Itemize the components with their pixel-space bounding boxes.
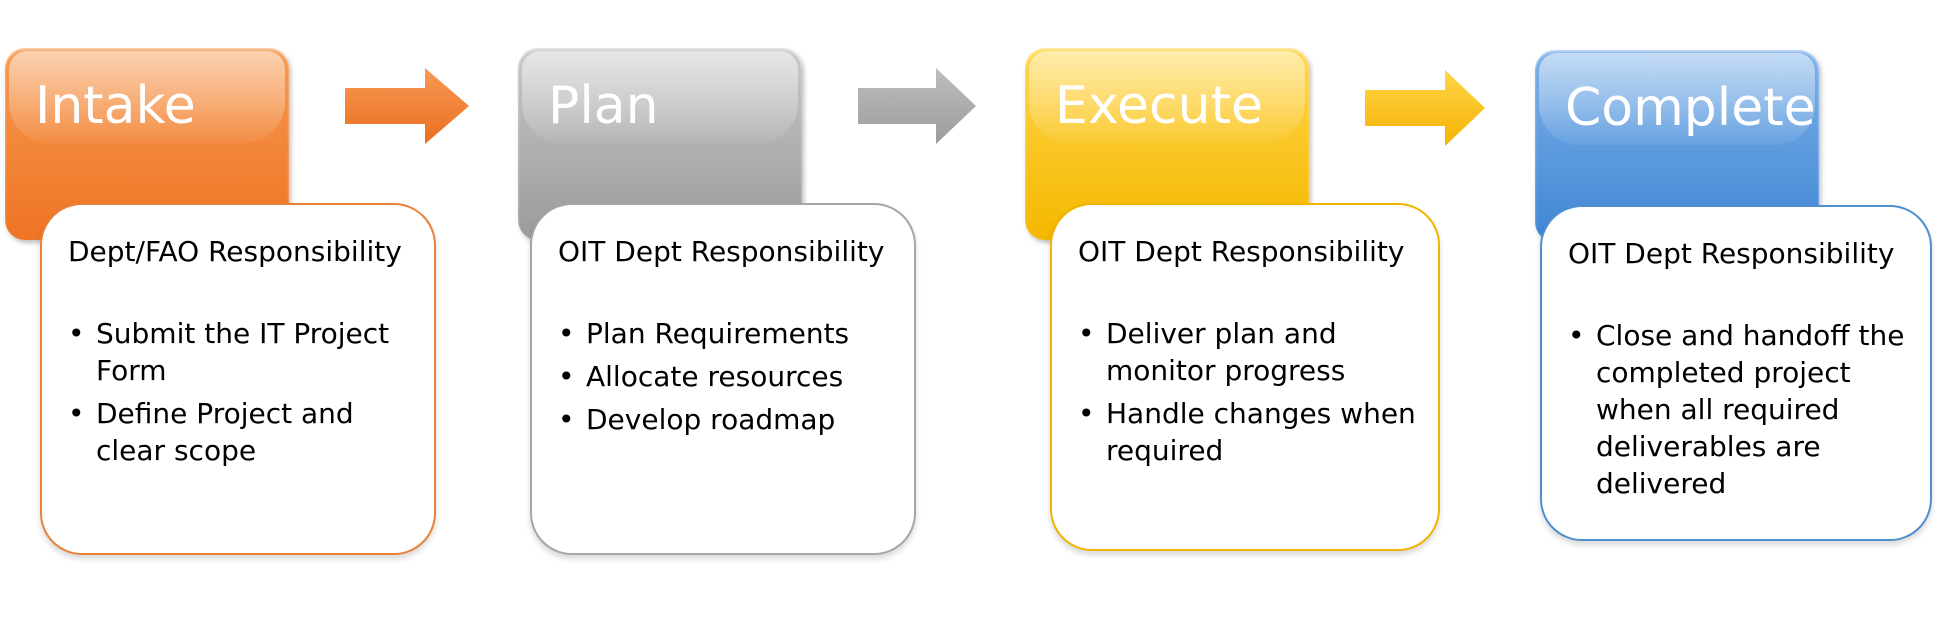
execute-detail-box: OIT Dept Responsibility Deliver plan and… [1050, 203, 1440, 551]
arrow-right-icon [858, 68, 976, 144]
plan-bullet: Develop roadmap [558, 401, 898, 438]
plan-header-gloss [522, 51, 798, 144]
complete-bullet-list: Close and handoff the completed project … [1568, 317, 1918, 508]
plan-responsibility: OIT Dept Responsibility [558, 235, 885, 268]
arrow-right-icon [1365, 70, 1485, 146]
intake-title: Intake [35, 76, 196, 136]
plan-title: Plan [548, 76, 659, 136]
complete-title: Complete [1565, 78, 1816, 138]
arrow-right-icon [345, 68, 469, 144]
execute-bullet: Handle changes when required [1078, 395, 1418, 469]
intake-bullet: Define Project and clear scope [68, 395, 408, 469]
plan-detail-box: OIT Dept Responsibility Plan Requirement… [530, 203, 916, 555]
intake-bullet-list: Submit the IT Project Form Define Projec… [68, 315, 408, 475]
execute-bullet: Deliver plan and monitor progress [1078, 315, 1418, 389]
plan-bullet-list: Plan Requirements Allocate resources Dev… [558, 315, 898, 444]
complete-detail-box: OIT Dept Responsibility Close and handof… [1540, 205, 1932, 541]
intake-header-gloss [9, 51, 285, 144]
intake-responsibility: Dept/FAO Responsibility [68, 235, 402, 268]
execute-bullet-list: Deliver plan and monitor progress Handle… [1078, 315, 1418, 475]
plan-bullet: Allocate resources [558, 358, 898, 395]
complete-header-gloss [1539, 53, 1815, 146]
plan-bullet: Plan Requirements [558, 315, 898, 352]
execute-header-gloss [1029, 51, 1305, 144]
complete-responsibility: OIT Dept Responsibility [1568, 237, 1895, 270]
execute-responsibility: OIT Dept Responsibility [1078, 235, 1405, 268]
execute-title: Execute [1055, 76, 1263, 136]
complete-bullet: Close and handoff the completed project … [1568, 317, 1918, 502]
intake-bullet: Submit the IT Project Form [68, 315, 408, 389]
intake-detail-box: Dept/FAO Responsibility Submit the IT Pr… [40, 203, 436, 555]
